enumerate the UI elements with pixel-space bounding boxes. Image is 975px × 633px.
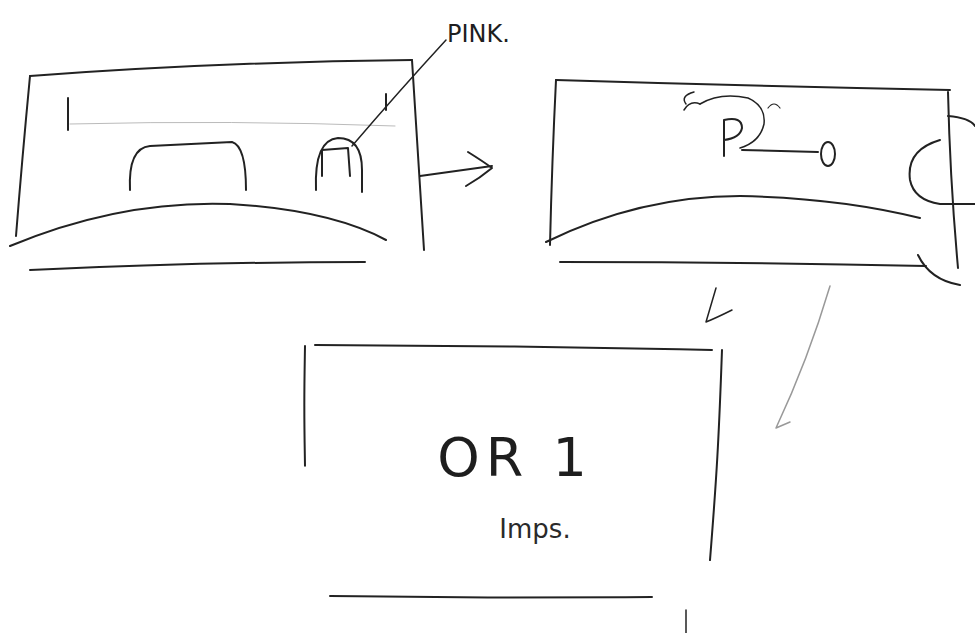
flow-arrow xyxy=(420,166,492,176)
guide-line xyxy=(70,122,395,126)
stray-line xyxy=(685,610,687,633)
panel-curl xyxy=(918,255,960,285)
scribble-mark xyxy=(768,104,780,108)
panel-edge xyxy=(30,60,412,76)
box-stroke xyxy=(330,596,652,598)
scribble-circle xyxy=(700,96,764,148)
pink-shape xyxy=(316,138,362,192)
down-mark xyxy=(706,288,732,322)
arrow-head xyxy=(466,152,492,186)
scribble-line xyxy=(742,150,818,152)
screen-box: OR 1 Imps. xyxy=(300,340,730,602)
panel-edge xyxy=(948,92,958,268)
down-arrow xyxy=(776,286,830,428)
panel-curl xyxy=(948,116,975,126)
device-base xyxy=(560,262,926,266)
panel-curl xyxy=(910,140,975,204)
panel-edge xyxy=(16,76,30,236)
box-stroke xyxy=(303,346,306,466)
arch-shape xyxy=(130,142,246,190)
box-stroke xyxy=(315,345,712,350)
callout-label: PINK. xyxy=(447,20,510,48)
scribble-letter xyxy=(724,119,742,156)
device-curve xyxy=(10,204,386,246)
panel-edge xyxy=(556,80,950,90)
box-stroke xyxy=(710,350,722,560)
box-content: OR 1 Imps. xyxy=(300,340,730,602)
pink-inner xyxy=(322,148,350,176)
box-note: Imps. xyxy=(499,515,570,544)
panel-edge xyxy=(550,80,556,245)
device-base xyxy=(30,262,365,270)
scribble-mark xyxy=(684,92,700,110)
scribble-ring xyxy=(821,142,835,166)
device-curve xyxy=(546,196,920,242)
panel-tick xyxy=(67,98,69,130)
box-heading: OR 1 xyxy=(437,428,593,487)
panel-edge xyxy=(412,60,424,250)
leader-line xyxy=(352,40,446,146)
